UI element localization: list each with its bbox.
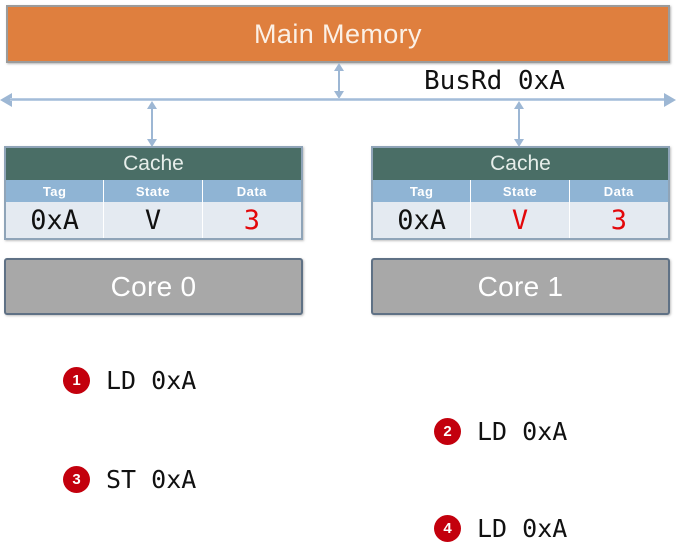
step-badge-4: 4 <box>434 515 461 542</box>
cache-title-0: Cache <box>6 148 301 180</box>
column-header-state: State <box>471 180 570 202</box>
column-header-data: Data <box>236 183 267 199</box>
step-text-4: LD 0xA <box>477 514 568 543</box>
core-block-0: Core 0 <box>4 258 303 315</box>
bus-line <box>10 98 666 101</box>
cache-table-row-1: 0xA V 3 <box>373 202 668 238</box>
arrow-stem <box>338 69 340 93</box>
cache-block-1: Cache Tag State Data 0xA V 3 <box>371 146 670 240</box>
main-memory-block: Main Memory <box>6 5 670 63</box>
column-header-tag: Tag <box>373 180 472 202</box>
arrow-head-down-icon <box>147 139 157 147</box>
cache-table-0: Tag State Data 0xA V 3 <box>6 180 301 238</box>
cache-block-0: Cache Tag State Data 0xA V 3 <box>4 146 303 240</box>
cache1-tag-value: 0xA <box>373 202 472 238</box>
arrow-head-down-icon <box>334 91 344 99</box>
step-badge-3: 3 <box>63 466 90 493</box>
step-badge-2: 2 <box>434 418 461 445</box>
bus-arrow-left-icon <box>0 93 12 107</box>
cache0-tag-value: 0xA <box>6 202 105 238</box>
cache-title-1: Cache <box>373 148 668 180</box>
cache-table-header-row-0: Tag State Data <box>6 180 301 202</box>
cache-table-1: Tag State Data 0xA V 3 <box>373 180 668 238</box>
cache1-data-value: 3 <box>610 204 627 236</box>
bus-arrow-right-icon <box>664 93 676 107</box>
core-0-label: Core 0 <box>110 270 197 302</box>
instruction-step-2: 2 LD 0xA <box>434 417 567 446</box>
arrow-stem <box>518 107 520 141</box>
step-badge-1: 1 <box>63 367 90 394</box>
core-1-label: Core 1 <box>477 270 564 302</box>
interconnect-bus <box>0 93 676 107</box>
cache-table-header-row-1: Tag State Data <box>373 180 668 202</box>
step-text-1: LD 0xA <box>106 366 197 395</box>
arrow-head-up-icon <box>334 63 344 71</box>
arrow-head-up-icon <box>514 101 524 109</box>
step-text-2: LD 0xA <box>477 417 568 446</box>
main-memory-label: Main Memory <box>254 18 422 49</box>
bus-to-cache1-arrow-icon <box>514 101 525 147</box>
step-text-3: ST 0xA <box>106 465 197 494</box>
column-header-tag: Tag <box>6 180 105 202</box>
instruction-step-4: 4 LD 0xA <box>434 514 567 543</box>
cache1-state-value: V <box>471 202 570 238</box>
cache0-data-value: 3 <box>243 204 260 236</box>
column-header-data: Data <box>603 183 634 199</box>
bus-transaction-label: BusRd 0xA <box>424 66 565 96</box>
instruction-step-1: 1 LD 0xA <box>63 366 196 395</box>
arrow-head-up-icon <box>147 101 157 109</box>
cache0-state-value: V <box>104 202 203 238</box>
instruction-step-3: 3 ST 0xA <box>63 465 196 494</box>
memory-to-bus-arrow-icon <box>334 63 345 99</box>
core-block-1: Core 1 <box>371 258 670 315</box>
cache-table-row-0: 0xA V 3 <box>6 202 301 238</box>
arrow-head-down-icon <box>514 139 524 147</box>
column-header-state: State <box>104 180 203 202</box>
bus-to-cache0-arrow-icon <box>147 101 158 147</box>
arrow-stem <box>151 107 153 141</box>
